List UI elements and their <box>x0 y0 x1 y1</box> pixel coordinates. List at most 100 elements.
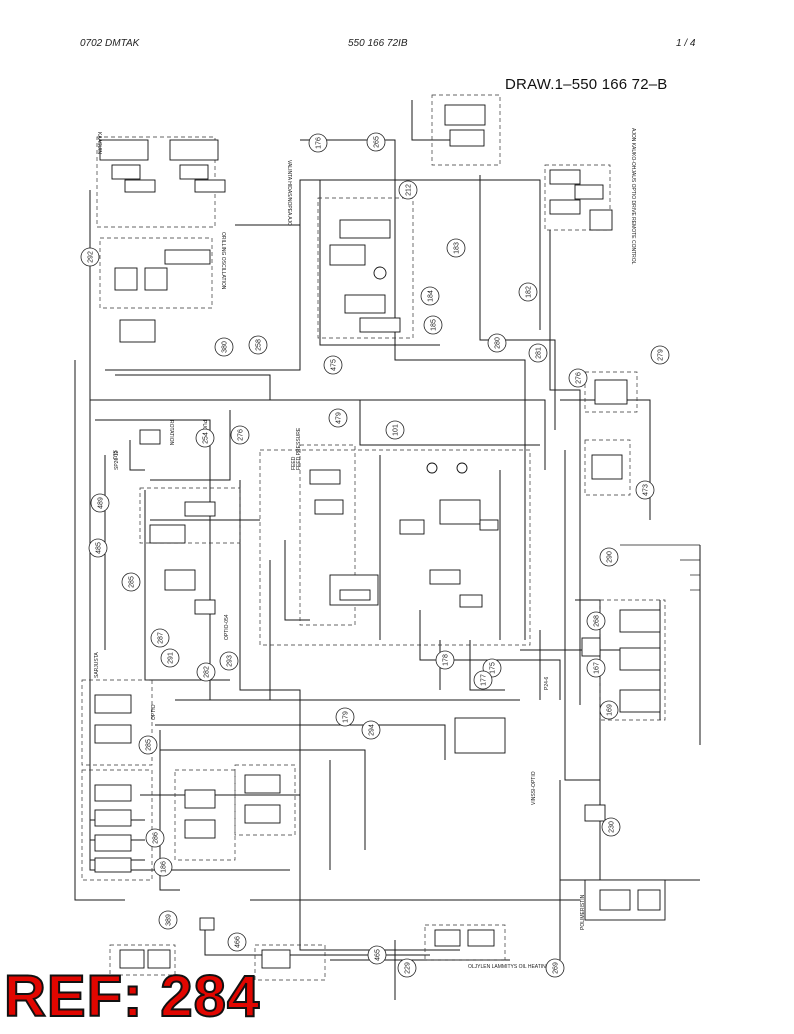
callout-number: 291 <box>168 652 175 664</box>
slu-label: SLU <box>111 450 117 460</box>
p24-label: P24-6 <box>544 676 550 690</box>
oil-heater-label: OLJYLEN LAMMITYS OIL HEATING <box>468 964 550 970</box>
polimeristin-label: POLIMERISTIN <box>580 894 586 930</box>
callout-bubble <box>308 133 328 153</box>
callout-bubble <box>366 132 386 152</box>
drilling-valve-block: VALINTA HIDAS/NOPEA AJO <box>286 160 414 339</box>
oscillation-label: ORILLING OSCILLATION <box>220 232 226 290</box>
callout-number: 169 <box>607 704 614 716</box>
callout-number: 485 <box>96 542 103 554</box>
callout-number: 380 <box>222 341 229 353</box>
callout-number: 389 <box>166 914 173 926</box>
callout-bubble <box>138 735 158 755</box>
callout-number: 269 <box>553 962 560 974</box>
callout-bubble <box>385 420 405 440</box>
callout-bubble <box>599 547 619 567</box>
callout-bubble <box>599 700 619 720</box>
callout-number: 167 <box>594 662 601 674</box>
callout-number: 282 <box>204 666 211 678</box>
vinssi-label: VINSSI-OPTIO <box>531 771 537 805</box>
callout-number: 229 <box>405 962 412 974</box>
callout-bubble <box>328 408 348 428</box>
callout-number: 279 <box>658 349 665 361</box>
callout-bubble <box>586 658 606 678</box>
callout-number: 178 <box>443 654 450 666</box>
header-left-code: 0702 DMTAK <box>80 38 140 49</box>
callout-bubble <box>473 670 493 690</box>
callout-number: 183 <box>454 242 461 254</box>
option-label: OPTIO <box>151 704 157 720</box>
valinta-label: VALINTA HIDAS/NOPEA AJO <box>286 160 292 226</box>
callout-bubble <box>248 335 268 355</box>
callout-bubble <box>487 333 507 353</box>
callout-number: 101 <box>393 424 400 436</box>
callout-bubble <box>335 707 355 727</box>
callout-bubble <box>160 648 180 668</box>
callout-bubble <box>195 428 215 448</box>
callout-number: 292 <box>88 251 95 263</box>
oscillation-valve-block: ORILLING OSCILLATION KAASUIN <box>96 132 226 343</box>
drive-remote-label: AJON KAUKO-OHJAUS OPTIO DRIVE REMOTE CON… <box>630 128 636 265</box>
callout-number: 276 <box>576 372 583 384</box>
callout-number: 473 <box>643 484 650 496</box>
callout-bubble <box>435 650 455 670</box>
callout-number: 182 <box>526 286 533 298</box>
rotation-label: ROTATION <box>168 420 174 445</box>
drawing-title: DRAW.1–550 166 72–B <box>505 76 668 93</box>
callout-bubble <box>397 958 417 978</box>
callout-bubble <box>635 480 655 500</box>
callout-bubble <box>158 910 178 930</box>
kaasuin-label: KAASUIN <box>96 132 102 154</box>
callout-number: 286 <box>153 832 160 844</box>
callout-bubble <box>568 368 588 388</box>
callout-bubble <box>219 651 239 671</box>
callout-bubble <box>601 817 621 837</box>
remote-control-block: AJON KAUKO-OHJAUS OPTIO DRIVE REMOTE CON… <box>431 94 636 265</box>
callout-number: 287 <box>158 632 165 644</box>
callout-number: 294 <box>369 724 376 736</box>
callout-number: 276 <box>238 429 245 441</box>
callout-bubble <box>90 493 110 513</box>
callout-number: 184 <box>428 290 435 302</box>
callout-number: 466 <box>235 936 242 948</box>
callout-bubble <box>88 538 108 558</box>
callout-bubble <box>420 286 440 306</box>
main-control-panel: FEED FEED PRESSURE <box>259 427 531 646</box>
callout-number: 489 <box>98 497 105 509</box>
callout-bubble <box>518 282 538 302</box>
callout-number: 285 <box>146 739 153 751</box>
header-page-number: 1 / 4 <box>676 38 696 49</box>
callout-number: 281 <box>536 347 543 359</box>
callout-bubble <box>153 857 173 877</box>
callout-bubble <box>145 828 165 848</box>
callout-number: 293 <box>227 655 234 667</box>
callout-bubble <box>227 932 247 952</box>
right-side-blocks: POLIMERISTIN <box>580 371 666 930</box>
bottom-blocks: OLJYLEN LAMMITYS OIL HEATING VINSSI-OPTI… <box>109 717 550 981</box>
callout-number: 230 <box>609 821 616 833</box>
header-document-number: 550 166 72IB <box>348 38 408 49</box>
callout-number: 186 <box>161 861 168 873</box>
callout-number: 175 <box>490 662 497 674</box>
callout-bubble <box>398 180 418 200</box>
callout-bubble <box>150 628 170 648</box>
ref-stamp: REF: 284 <box>3 964 261 1029</box>
callout-bubble <box>121 572 141 592</box>
callout-number: 179 <box>343 711 350 723</box>
callout-number: 268 <box>594 615 601 627</box>
feed-pressure-label: FEED PRESSURE <box>296 427 302 470</box>
callout-bubble <box>361 720 381 740</box>
callout-number: 285 <box>129 576 136 588</box>
hydraulic-lines <box>74 100 701 1000</box>
callout-number: 185 <box>431 319 438 331</box>
callout-number: 280 <box>495 337 502 349</box>
rotation-valve-block: ROTATION PUOMILTA SLU OPTIO-054 OPTIO SP… <box>111 420 550 720</box>
callout-bubble <box>196 662 216 682</box>
callout-number: 177 <box>481 674 488 686</box>
callout-bubble <box>528 343 548 363</box>
callout-number: 479 <box>336 412 343 424</box>
callout-number: 475 <box>331 359 338 371</box>
sp-label: SP20-12 <box>114 450 120 470</box>
callout-bubble <box>214 337 234 357</box>
